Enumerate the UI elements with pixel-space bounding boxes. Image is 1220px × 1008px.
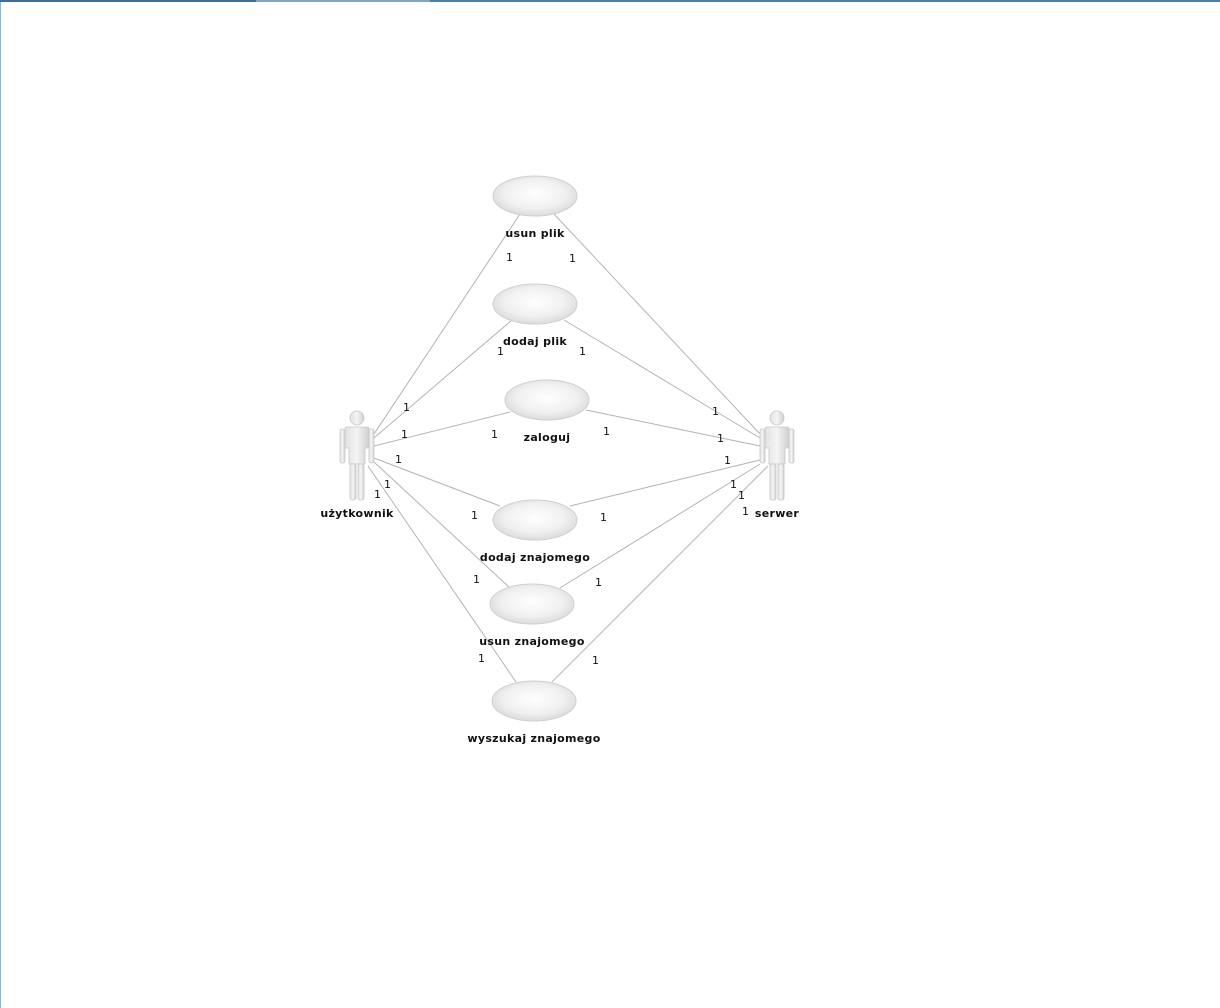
actor-uzytkownik[interactable]: użytkownik (320, 410, 394, 520)
multiplicity-label: 1 (374, 488, 381, 501)
multiplicity-label: 1 (395, 453, 402, 466)
multiplicity-label: 1 (478, 652, 485, 665)
window-top-accent-right (430, 0, 1220, 2)
multiplicity-label: 1 (738, 489, 745, 502)
assoc-user-uc6[interactable] (367, 465, 517, 683)
assoc-user-uc1[interactable] (373, 213, 521, 435)
use-case-wyszukaj-znajomego[interactable]: wyszukaj znajomego (467, 680, 600, 745)
multiplicity-label: 1 (742, 505, 749, 518)
use-case-label: usun znajomego (479, 635, 585, 648)
use-case-ellipse[interactable] (504, 379, 590, 421)
use-case-label: wyszukaj znajomego (467, 732, 600, 745)
assoc-server-uc3[interactable] (585, 409, 761, 447)
multiplicity-label: 1 (603, 425, 610, 438)
multiplicity-label: 1 (595, 576, 602, 589)
multiplicity-labels: 1 1 1 1 1 1 1 1 1 1 1 1 1 1 1 1 1 1 1 1 … (374, 251, 749, 667)
assoc-server-uc2[interactable] (563, 319, 761, 439)
assoc-user-uc5[interactable] (373, 461, 511, 589)
multiplicity-label: 1 (600, 511, 607, 524)
use-case-label: dodaj znajomego (480, 551, 590, 564)
assoc-user-uc2[interactable] (373, 319, 513, 439)
use-case-ellipse[interactable] (492, 283, 578, 325)
multiplicity-label: 1 (401, 428, 408, 441)
use-case-label: dodaj plik (503, 335, 567, 348)
actor-label: użytkownik (320, 507, 394, 520)
use-case-ellipse[interactable] (492, 499, 578, 541)
assoc-server-uc1[interactable] (553, 213, 761, 435)
use-case-ellipse[interactable] (492, 175, 578, 217)
assoc-user-uc3[interactable] (373, 411, 511, 447)
use-case-ellipse[interactable] (489, 583, 575, 625)
multiplicity-label: 1 (579, 345, 586, 358)
use-case-usun-znajomego[interactable]: usun znajomego (479, 583, 585, 648)
multiplicity-label: 1 (384, 478, 391, 491)
window-left-border (0, 0, 1, 1008)
association-lines (367, 213, 769, 683)
use-case-label: usun plik (505, 227, 565, 240)
assoc-user-uc4[interactable] (373, 457, 501, 507)
use-case-dodaj-plik[interactable]: dodaj plik (492, 283, 578, 348)
assoc-server-uc4[interactable] (569, 459, 761, 507)
actor-figure-icon (339, 410, 375, 501)
use-case-zaloguj[interactable]: zaloguj (504, 379, 590, 444)
multiplicity-label: 1 (730, 478, 737, 491)
multiplicity-label: 1 (712, 405, 719, 418)
assoc-server-uc5[interactable] (559, 463, 761, 589)
multiplicity-label: 1 (569, 252, 576, 265)
multiplicity-label: 1 (403, 401, 410, 414)
use-case-label: zaloguj (524, 431, 571, 444)
multiplicity-label: 1 (592, 654, 599, 667)
use-case-usun-plik[interactable]: usun plik (492, 175, 578, 240)
actor-label: serwer (755, 507, 800, 520)
multiplicity-label: 1 (724, 454, 731, 467)
use-case-ellipse[interactable] (491, 680, 577, 722)
multiplicity-label: 1 (471, 509, 478, 522)
actor-serwer[interactable]: serwer (755, 410, 800, 520)
multiplicity-label: 1 (491, 428, 498, 441)
assoc-server-uc6[interactable] (551, 465, 769, 683)
use-case-dodaj-znajomego[interactable]: dodaj znajomego (480, 499, 590, 564)
multiplicity-label: 1 (506, 251, 513, 264)
window-top-accent (0, 0, 256, 2)
multiplicity-label: 1 (717, 432, 724, 445)
multiplicity-label: 1 (473, 573, 480, 586)
multiplicity-label: 1 (497, 345, 504, 358)
actor-figure-icon (759, 410, 795, 501)
